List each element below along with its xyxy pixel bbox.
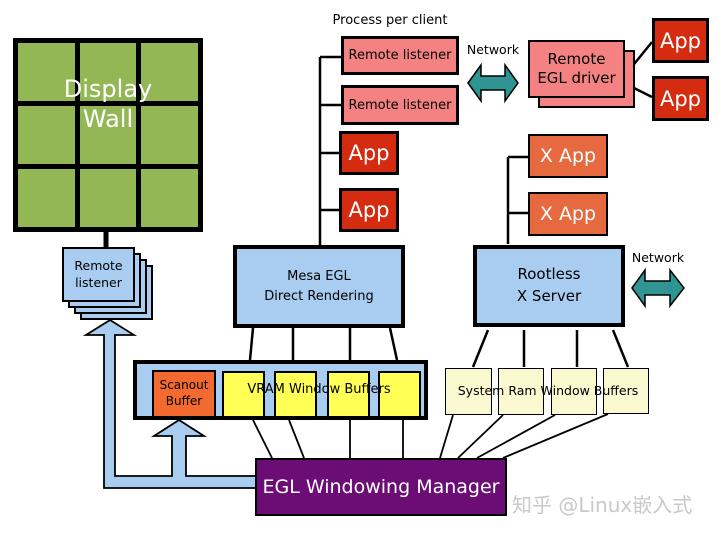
manager-feedback-arrow-icon [82, 318, 257, 489]
display-wall-tile [18, 169, 75, 227]
remote-egl-driver-node: Remote EGL driver [528, 40, 625, 98]
app-node-3: App [652, 18, 709, 63]
vram-buffer-cell [274, 371, 317, 418]
x-app-node-1: X App [528, 134, 608, 178]
display-wall-label: Display Wall [63, 75, 153, 133]
sysram-buffers-label: System Ram Window Buffers [457, 383, 639, 398]
vram-buffer-cell [378, 371, 421, 418]
sysram-manager-lines [439, 413, 609, 459]
remote-listener-node-2: Remote listener [341, 85, 459, 125]
mesa-egl-node: Mesa EGL Direct Rendering [233, 245, 405, 328]
vram-buffer-cell [327, 371, 370, 418]
scanout-buffer-node: Scanout Buffer [152, 370, 216, 418]
sysram-buffer-cell [445, 368, 492, 415]
display-wall-tile [79, 43, 137, 101]
display-wall-tile [18, 43, 75, 101]
rootless-sysram-lines [471, 329, 630, 368]
remote-listener-node-1: Remote listener [341, 36, 459, 75]
display-wall-tile [18, 106, 75, 164]
network-label-top: Network [466, 42, 520, 57]
rootless-x-server-node: Rootless X Server [473, 245, 625, 327]
vram-buffer-cell [222, 371, 265, 418]
sysram-buffer-cell [603, 368, 649, 414]
app-node-2: App [339, 188, 399, 232]
sysram-buffer-cell [498, 368, 544, 415]
network-arrow-right-icon [631, 267, 685, 309]
app-node-4: App [652, 76, 709, 121]
process-per-client-label: Process per client [332, 13, 448, 28]
remote-listener-stack-node: Remote listener [62, 247, 135, 302]
display-wall-tile [79, 169, 137, 227]
egl-windowing-manager-node: EGL Windowing Manager [255, 458, 507, 516]
display-wall-tile [79, 106, 137, 164]
display-wall-node [13, 38, 203, 232]
vram-buffers-label: VRAM Window Buffers [247, 382, 391, 397]
network-arrow-top-icon [467, 62, 519, 104]
app-node-1: App [339, 131, 399, 175]
sysram-buffer-cell [551, 368, 597, 415]
display-wall-tile [141, 169, 198, 227]
vram-buffer-container: Scanout Buffer [133, 360, 428, 420]
watermark: 知乎 @Linux嵌入式 [512, 493, 693, 517]
display-wall-tile [141, 43, 198, 101]
client-bracket-line [318, 55, 341, 245]
mesa-vram-lines [248, 327, 399, 361]
xapp-bracket-line [506, 155, 528, 244]
x-app-node-2: X App [528, 192, 608, 236]
vram-manager-lines [252, 419, 404, 459]
display-wall-tile [141, 106, 198, 164]
network-label-right: Network [631, 250, 685, 265]
